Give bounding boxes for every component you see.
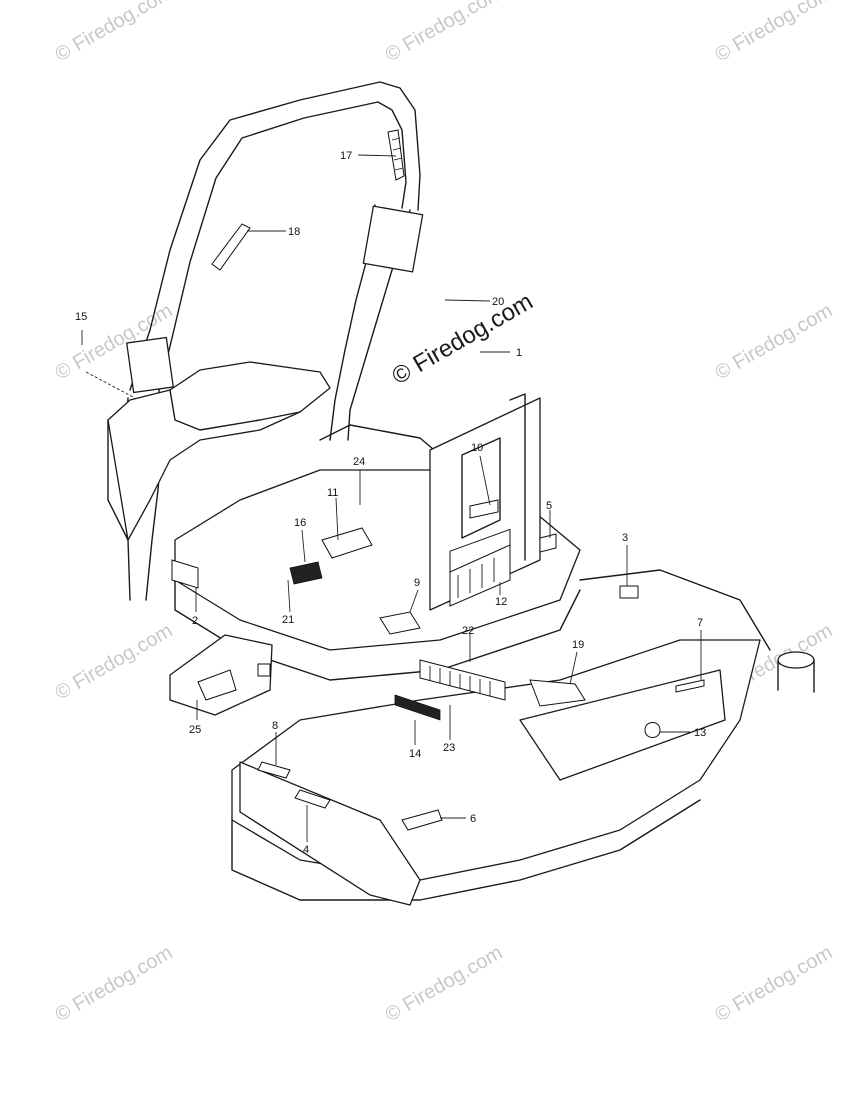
callout-3: 3 — [622, 532, 628, 544]
callout-21: 21 — [282, 614, 294, 626]
frame-left — [107, 361, 331, 541]
callout-2: 2 — [192, 615, 198, 627]
callout-7: 7 — [697, 617, 703, 629]
leader-lines — [81, 154, 702, 842]
callout-labels: 1 2 3 4 5 6 7 8 9 10 11 12 13 14 15 16 1… — [75, 150, 706, 856]
callout-24: 24 — [353, 456, 365, 468]
callout-19: 19 — [572, 639, 584, 651]
watermark-text: © Firedog.com — [52, 620, 177, 705]
frame-main — [171, 393, 581, 681]
callout-6: 6 — [470, 813, 476, 825]
callout-15: 15 — [75, 311, 87, 323]
callout-11: 11 — [327, 487, 338, 499]
callout-9: 9 — [414, 577, 420, 589]
callout-25: 25 — [189, 724, 201, 736]
watermark-text: © Firedog.com — [712, 0, 837, 66]
callout-14: 14 — [409, 748, 421, 760]
watermark-text: © Firedog.com — [52, 942, 177, 1027]
callout-10: 10 — [471, 442, 483, 454]
center-watermark-text: © Firedog.com — [388, 288, 538, 390]
watermark-text: © Firedog.com — [382, 0, 507, 66]
callout-18: 18 — [288, 226, 300, 238]
callout-23: 23 — [443, 742, 455, 754]
callout-12: 12 — [495, 596, 507, 608]
rops-bar — [121, 81, 424, 601]
watermark-text: © Firedog.com — [52, 0, 177, 66]
callout-16: 16 — [294, 517, 306, 529]
watermark-text: © Firedog.com — [382, 942, 507, 1027]
mower-deck — [169, 569, 815, 906]
watermark-text: © Firedog.com — [712, 300, 837, 385]
callout-17: 17 — [340, 150, 352, 162]
callout-13: 13 — [694, 727, 706, 739]
callout-4: 4 — [303, 844, 309, 856]
watermark-text: © Firedog.com — [712, 942, 837, 1027]
callout-20: 20 — [492, 296, 504, 308]
callout-1: 1 — [516, 347, 522, 359]
callout-22: 22 — [462, 625, 474, 637]
callout-5: 5 — [546, 500, 552, 512]
callout-8: 8 — [272, 720, 278, 732]
